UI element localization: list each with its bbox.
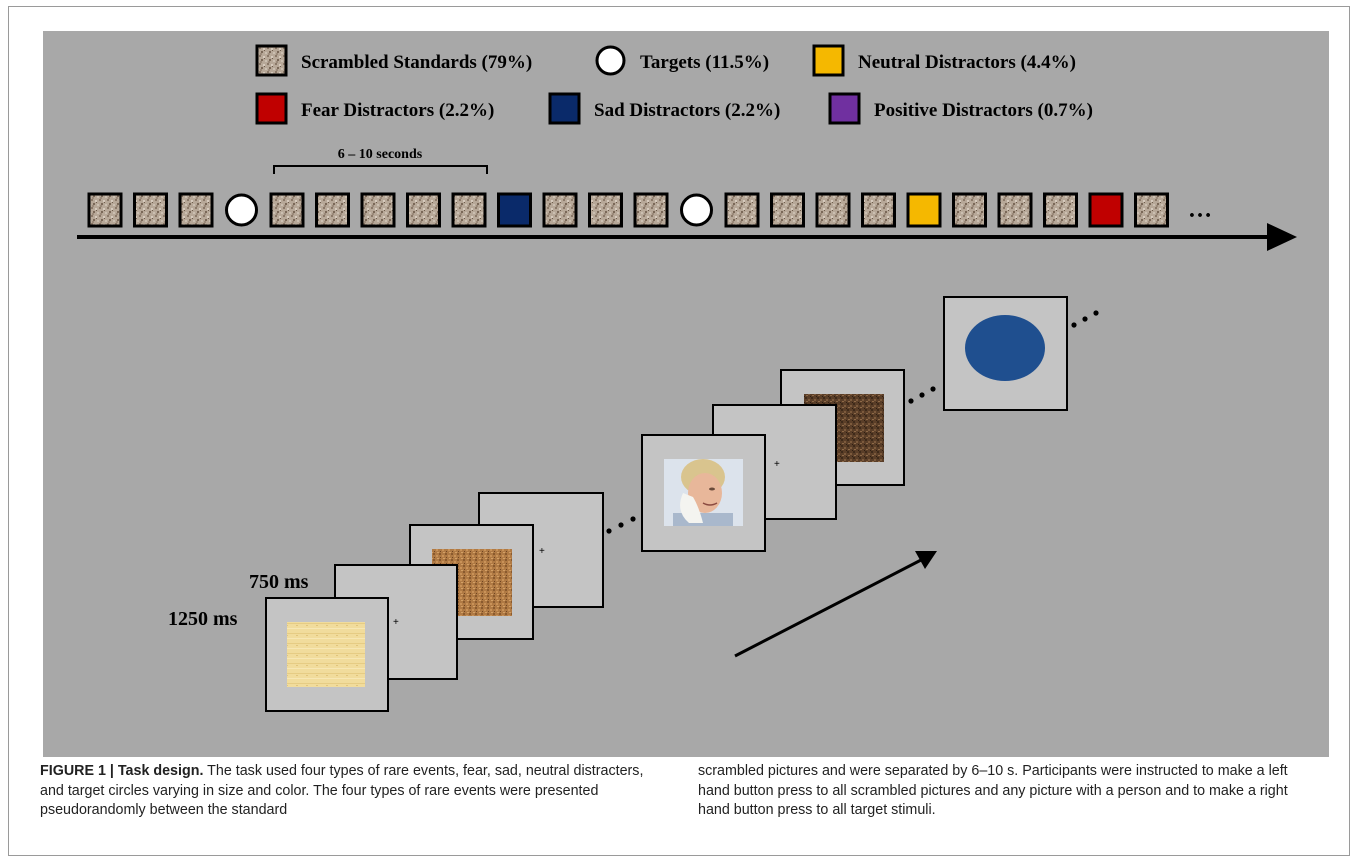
timeline-standard-14 [724,192,760,228]
legend-item-sad: Sad Distractors (2.2%) [548,92,780,125]
timeline-ellipsis: … [1188,197,1212,223]
svg-text:+: + [539,546,545,557]
legend-item-neutral: Neutral Distractors (4.4%) [812,44,1076,77]
caption-column-1: FIGURE 1 | Task design. The task used fo… [40,762,660,821]
timeline-standard-10 [542,192,578,228]
legend-label-fear: Fear Distractors (2.2%) [301,100,494,121]
timeline-standard-16 [815,192,851,228]
timeline-standard-21 [1043,192,1078,228]
timeline-standard-5 [315,192,350,228]
frame-stack: + [168,296,1099,712]
navy-square-icon [548,92,581,125]
legend-item-fear: Fear Distractors (2.2%) [255,92,494,125]
timeline-standard-17 [861,192,896,228]
figure-frame: Scrambled Standards (79%) Targets (11.5%)… [8,6,1350,856]
timeline-standard-0 [87,192,123,228]
figure-panel: Scrambled Standards (79%) Targets (11.5%)… [43,31,1329,757]
red-square-icon [255,92,288,125]
scrambled-texture-square-icon [255,44,288,77]
interval-bracket: 6 – 10 seconds [273,147,488,174]
yellow-square-icon [812,44,845,77]
timeline-standard-20 [997,192,1033,228]
svg-text:+: + [393,617,399,628]
frame-paper-scramble [265,597,389,712]
legend-item-target: Targets (11.5%) [595,45,769,76]
stimulus-timeline [87,192,1169,228]
timeline-standard-6 [360,192,396,228]
svg-text:+: + [774,459,780,470]
caption-text-1: The task used four types of rare events,… [40,763,644,818]
timeline-standard-2 [178,192,214,228]
frame-dots-2 [606,310,1099,534]
progression-arrow [734,551,937,658]
white-circle-icon [595,45,626,76]
legend-label-positive: Positive Distractors (0.7%) [874,100,1093,121]
legend-label-sad: Sad Distractors (2.2%) [594,100,780,121]
frame-face [641,434,766,552]
timeline-standard-23 [1134,192,1169,228]
legend: Scrambled Standards (79%) Targets (11.5%)… [255,44,1093,125]
timeline-sad-9 [497,192,532,228]
blue-circle-stimulus [965,315,1045,381]
timeline-target-13 [680,193,713,227]
crying-face-photo [664,459,743,526]
duration-label-750: 750 ms [249,571,309,593]
timeline-standard-11 [588,192,623,228]
purple-square-icon [828,92,861,125]
caption-label: FIGURE 1 | Task design. [40,763,204,779]
timeline-neutral-18 [906,192,942,228]
timeline-target-3 [225,193,258,227]
timeline-standard-19 [952,192,987,228]
timeline-standard-12 [633,192,669,228]
legend-label-target: Targets (11.5%) [640,52,769,73]
frame-blue-circle [943,296,1068,411]
interval-label: 6 – 10 seconds [338,147,423,162]
legend-item-positive: Positive Distractors (0.7%) [828,92,1093,125]
timeline-standard-8 [451,192,487,228]
timeline-arrow [77,223,1297,251]
timeline-standard-7 [406,192,441,228]
legend-label-neutral: Neutral Distractors (4.4%) [858,52,1076,73]
timeline-standard-4 [269,192,305,228]
caption-column-2: scrambled pictures and were separated by… [698,763,1288,818]
legend-item-standard: Scrambled Standards (79%) [255,44,532,77]
timeline-standard-1 [133,192,168,228]
task-design-figure: Scrambled Standards (79%) Targets (11.5%)… [77,44,1297,712]
legend-label-standard: Scrambled Standards (79%) [301,52,532,73]
duration-label-1250: 1250 ms [168,608,238,630]
timeline-standard-15 [770,192,805,228]
timeline-fear-22 [1088,192,1124,228]
